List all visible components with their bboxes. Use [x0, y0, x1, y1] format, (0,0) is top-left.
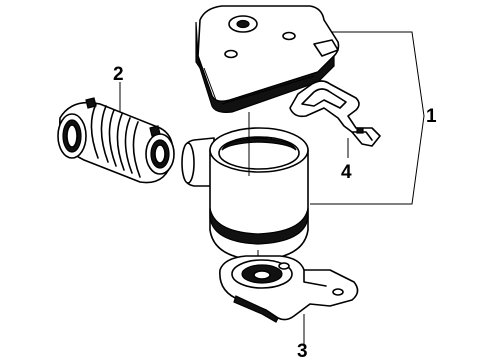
- leader-lines: [119, 31, 425, 344]
- callout-3: 3: [297, 341, 308, 360]
- air-cleaner-lid: [195, 5, 340, 113]
- air-intake-duct: [57, 97, 175, 184]
- callout-1: 1: [426, 106, 437, 127]
- retaining-clip: [289, 80, 381, 147]
- callout-4: 4: [341, 162, 352, 183]
- callout-2: 2: [113, 64, 124, 85]
- air-cleaner-housing: [181, 112, 309, 268]
- mounting-bracket: [219, 255, 359, 323]
